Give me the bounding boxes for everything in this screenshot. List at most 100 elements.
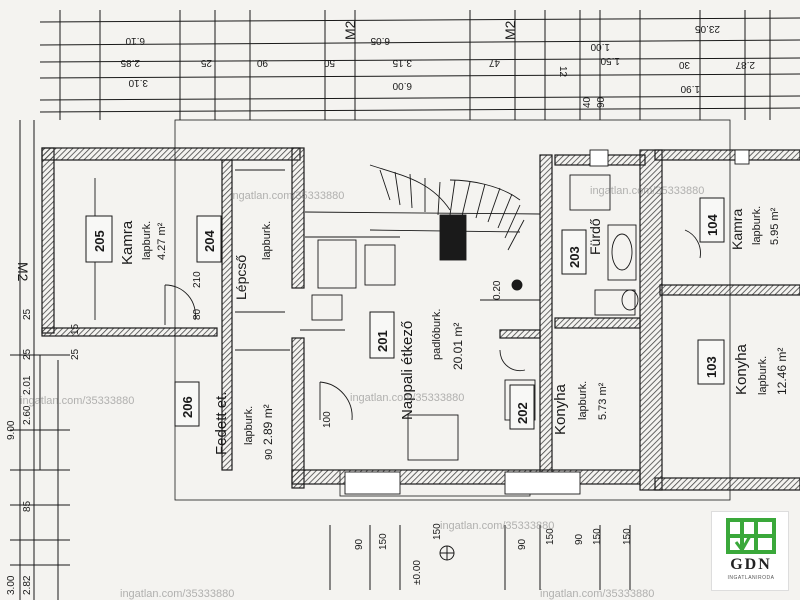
dim-int-2: 90 — [264, 448, 275, 460]
dim-bot-7: 90 — [574, 533, 585, 545]
dim-mid-1: 2.85 — [120, 57, 140, 68]
dim-bot-5: 90 — [517, 538, 528, 550]
outline-lines — [174, 119, 731, 501]
dim-top-2: 6.05 — [370, 35, 390, 46]
interior-dimension-texts: 100 90 80 210 0.20 40 90 25 15 — [70, 96, 607, 460]
fixtures — [94, 149, 750, 495]
room-number-boxes — [85, 197, 725, 430]
room-104-area: 5.95 m² — [769, 207, 781, 245]
room-104-name: Kamra — [729, 209, 745, 250]
room-206-area: 2.89 m² — [261, 404, 275, 445]
dim-left-4: 2.60 — [22, 405, 33, 425]
watermark-text: ingatlan.com/35333880 — [20, 395, 135, 407]
watermark-text: ingatlan.com/35333880 — [590, 185, 705, 197]
room-205-number: 205 — [92, 230, 107, 252]
room-103-area: 12.46 m² — [775, 348, 789, 395]
room-205-finish: lapburk. — [141, 221, 153, 260]
dim-bot-3: ±0.00 — [412, 560, 423, 585]
top-dimension-texts: 6.10 6.05 1.00 23.05 2.85 25 90 50 3.15 … — [120, 23, 755, 94]
watermark-text: ingatlan.com/35333880 — [440, 520, 555, 532]
room-103-finish: lapburk. — [757, 356, 769, 395]
dim-top-1: 6.10 — [125, 35, 145, 46]
axis-label-top-1: M2 — [342, 20, 358, 40]
room-104-number: 104 — [705, 214, 720, 236]
dim-mid-10: 2.87 — [735, 59, 755, 70]
dim-int-4: 210 — [192, 271, 203, 288]
room-202-number: 202 — [515, 402, 530, 424]
exterior-walls — [41, 147, 800, 491]
room-201-number: 201 — [375, 330, 390, 352]
room-204-name: Lépcső — [233, 255, 249, 300]
dim-left-5: 2.01 — [22, 375, 33, 395]
dim-left-1: 3.00 — [6, 575, 17, 595]
dim-top-4: 23.05 — [695, 23, 720, 34]
room-201-finish: padlóburk. — [431, 309, 443, 360]
staircase — [304, 164, 541, 261]
gdn-logo: GDN INGATLANIRODA — [711, 511, 789, 591]
room-206-number: 206 — [180, 396, 195, 418]
room-104-finish: lapburk. — [751, 206, 763, 245]
dim-low-2: 6.00 — [392, 80, 412, 91]
dim-left-7: 25 — [22, 348, 33, 360]
dim-bot-6: 150 — [545, 528, 556, 545]
dim-mid-3: 90 — [256, 57, 268, 68]
axis-labels: M2 M2 M2 — [15, 20, 518, 281]
dim-top-3: 1.00 — [590, 41, 610, 52]
left-dimension-texts: 3.00 2.82 85 2.60 2.01 9.00 25 25 — [6, 308, 33, 595]
dim-int-5: 0.20 — [492, 280, 503, 300]
side-dimension-lines — [10, 120, 631, 600]
dim-int-1: 100 — [322, 411, 333, 428]
dim-bot-9: 150 — [622, 528, 633, 545]
watermark-text: ingatlan.com/35333880 — [350, 392, 465, 404]
axis-label-top-2: M2 — [502, 20, 518, 40]
axis-label-left: M2 — [15, 262, 31, 282]
watermark-text: ingatlan.com/35333880 — [230, 190, 345, 202]
dim-left-8: 25 — [22, 308, 33, 320]
room-203-number: 203 — [567, 246, 582, 268]
top-dimension-lines — [39, 10, 800, 120]
dim-low-1: 3.10 — [128, 77, 148, 88]
dim-bot-4: 150 — [432, 523, 443, 540]
dim-left-6: 9.00 — [6, 420, 17, 440]
dim-mid-6: 47 — [488, 57, 500, 68]
dim-low-3: 1.90 — [680, 83, 700, 94]
room-202-area: 5.73 m² — [597, 382, 609, 420]
room-203-name: Fürdő — [587, 218, 603, 255]
watermark-text: ingatlan.com/35333880 — [120, 588, 235, 600]
dim-mid-8: 1.50 — [600, 55, 620, 66]
bottom-dimension-texts: 90 150 ±0.00 150 90 150 90 150 150 — [354, 523, 633, 585]
room-labels: 205 Kamra lapburk. 4.27 m² 204 Lépcső la… — [92, 206, 789, 455]
room-205-name: Kamra — [119, 220, 136, 265]
room-204-finish: lapburk. — [261, 221, 273, 260]
logo-text: GDN — [730, 556, 772, 573]
room-206-finish: lapburk. — [243, 406, 255, 445]
dim-mid-9: 30 — [678, 59, 690, 70]
room-205-area: 4.27 m² — [156, 222, 168, 260]
dim-mid-5: 3.15 — [392, 57, 412, 68]
room-201-area: 20.01 m² — [451, 323, 465, 370]
dim-left-2: 2.82 — [22, 575, 33, 595]
dim-int-8: 25 — [70, 348, 81, 360]
room-202-finish: lapburk. — [577, 381, 589, 420]
room-204-number: 204 — [202, 230, 217, 252]
dim-int-9: 15 — [70, 323, 81, 335]
dim-left-3: 85 — [22, 500, 33, 512]
room-103-name: Konyha — [733, 343, 750, 395]
logo-building-icon — [726, 518, 776, 554]
room-206-name: Fedett et. — [213, 392, 230, 455]
dim-int-7: 90 — [596, 96, 607, 108]
dim-mid-2: 25 — [200, 57, 212, 68]
dim-bot-2: 150 — [378, 533, 389, 550]
dim-bot-8: 150 — [592, 528, 603, 545]
dim-int-3: 80 — [192, 308, 203, 320]
watermark-text: ingatlan.com/35333880 — [540, 588, 655, 600]
dim-int-6: 40 — [582, 96, 593, 108]
logo-subtext: INGATLANIRODA — [727, 575, 775, 581]
dim-bot-1: 90 — [354, 538, 365, 550]
room-202-name: Konyha — [552, 383, 569, 435]
dim-mid-4: 50 — [323, 57, 335, 68]
room-201-name: Nappali étkező — [399, 321, 416, 420]
room-103-number: 103 — [704, 356, 719, 378]
